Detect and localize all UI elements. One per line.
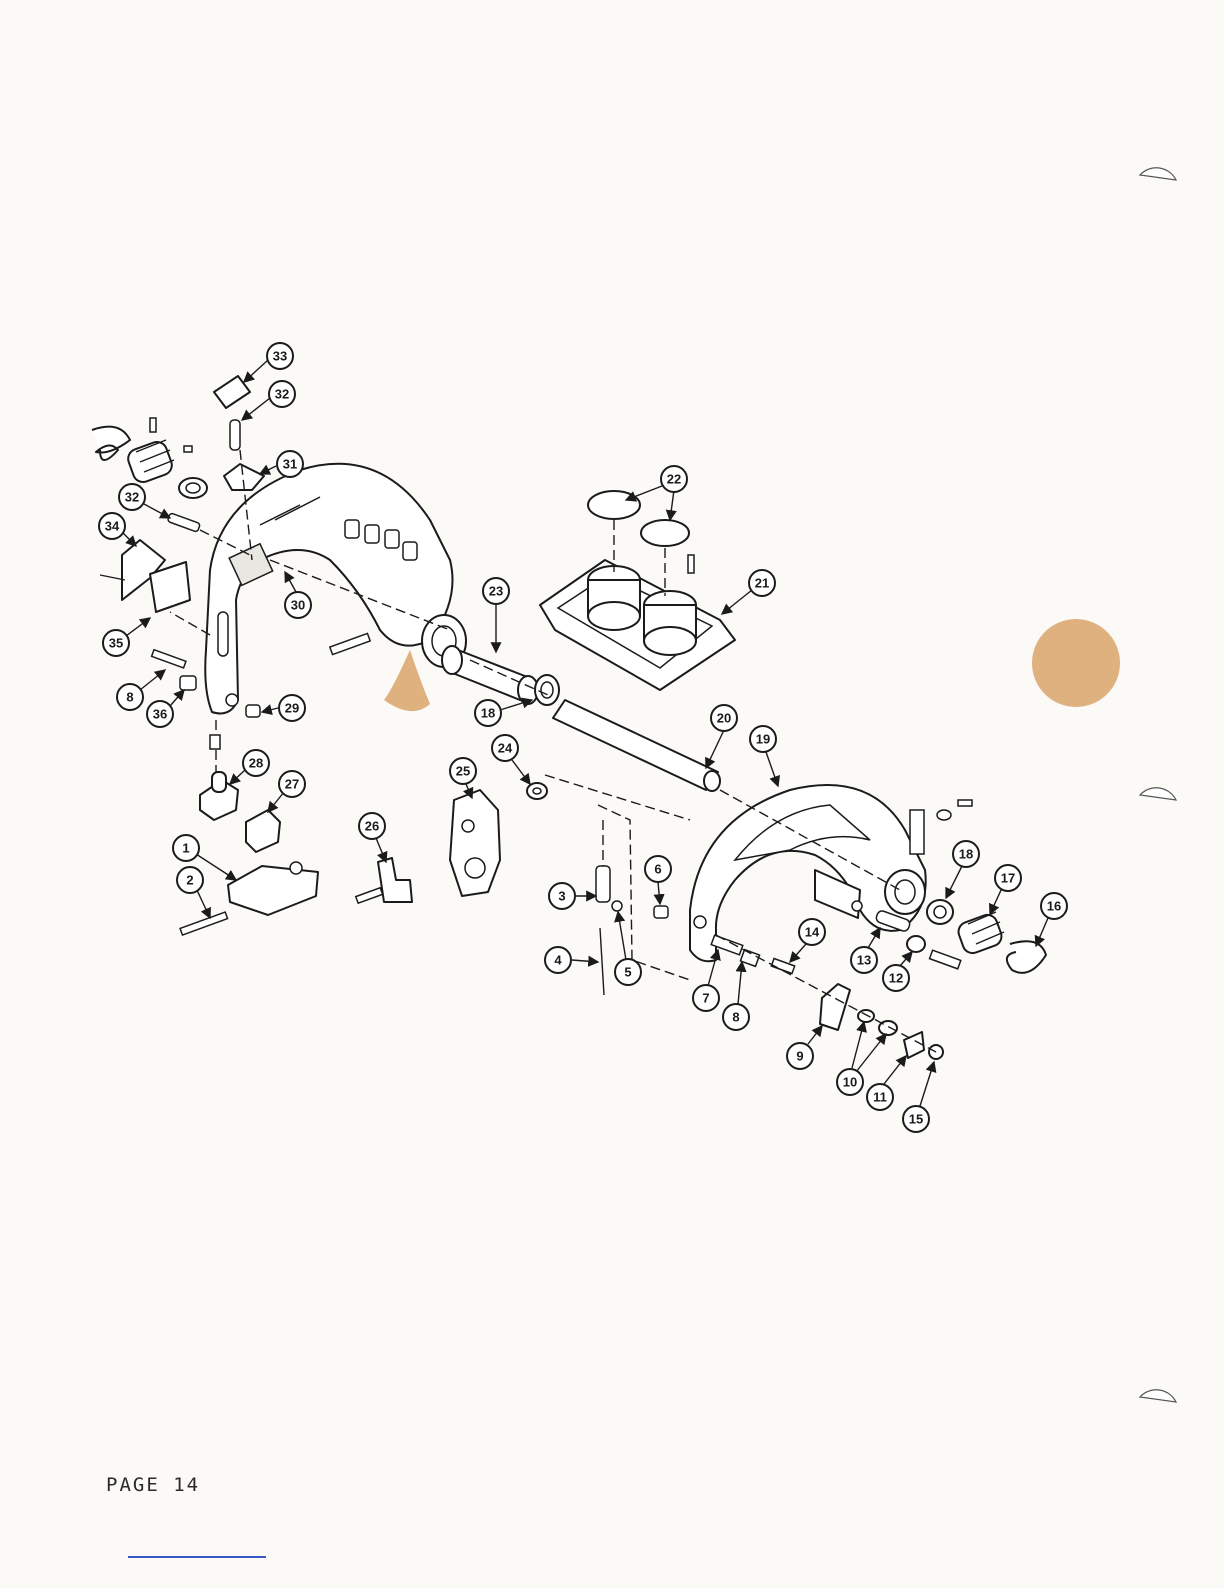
upper-bolts — [152, 633, 371, 717]
binder-hole-bottom — [1140, 1390, 1176, 1402]
callout-21: 21 — [722, 570, 775, 614]
svg-text:7: 7 — [702, 991, 709, 1006]
callout-11: 11 — [867, 1056, 906, 1110]
svg-text:32: 32 — [275, 387, 289, 402]
callout-5: 5 — [615, 912, 641, 985]
upper-spring-cap — [92, 418, 207, 498]
callout-3: 3 — [549, 883, 596, 909]
callout-23: 23 — [483, 578, 509, 652]
callout-20: 20 — [706, 705, 737, 768]
svg-text:2: 2 — [186, 873, 193, 888]
svg-text:4: 4 — [554, 953, 562, 968]
stain-right — [1032, 619, 1120, 707]
svg-text:13: 13 — [857, 953, 871, 968]
bottom-rule-line — [128, 1556, 266, 1558]
callout-6: 6 — [645, 856, 671, 904]
svg-text:29: 29 — [285, 701, 299, 716]
callout-18-right: 18 — [946, 841, 979, 898]
callout-31: 31 — [260, 451, 303, 477]
svg-text:6: 6 — [654, 862, 661, 877]
svg-text:17: 17 — [1001, 871, 1015, 886]
axis-line-left — [170, 612, 210, 635]
center-plate-assembly — [540, 491, 735, 690]
callout-28: 28 — [230, 750, 269, 784]
svg-text:1: 1 — [182, 841, 189, 856]
svg-text:10: 10 — [843, 1075, 857, 1090]
callout-32-top: 32 — [242, 381, 295, 420]
callout-24: 24 — [492, 735, 530, 784]
svg-text:11: 11 — [873, 1090, 887, 1105]
callout-16: 16 — [1036, 893, 1067, 946]
svg-text:18: 18 — [481, 706, 495, 721]
callout-27: 27 — [268, 771, 305, 812]
svg-text:32: 32 — [125, 490, 139, 505]
callout-4: 4 — [545, 947, 598, 973]
svg-text:8: 8 — [732, 1010, 739, 1025]
svg-text:14: 14 — [805, 925, 820, 940]
callout-35: 35 — [103, 618, 150, 656]
callout-17: 17 — [990, 865, 1021, 914]
brackets-34-35 — [100, 540, 190, 612]
binder-hole-top — [1140, 168, 1176, 180]
callout-34: 34 — [99, 513, 136, 546]
callout-2: 2 — [177, 867, 210, 918]
callout-18-center: 18 — [475, 700, 532, 726]
center-lower-hardware — [356, 775, 690, 995]
callout-32-left: 32 — [119, 484, 170, 518]
svg-text:8: 8 — [126, 690, 133, 705]
callout-19: 19 — [750, 726, 778, 786]
callout-13: 12 — [883, 952, 912, 991]
svg-text:5: 5 — [624, 965, 631, 980]
svg-text:19: 19 — [756, 732, 770, 747]
svg-text:35: 35 — [109, 636, 123, 651]
svg-text:20: 20 — [717, 711, 731, 726]
callout-15: 14 — [790, 919, 825, 962]
svg-text:23: 23 — [489, 584, 503, 599]
callout-30: 30 — [285, 572, 311, 618]
callout-14: 13 — [851, 928, 880, 973]
callout-36: 36 — [147, 690, 184, 727]
callout-29: 29 — [262, 695, 305, 721]
stain-center — [384, 650, 430, 711]
callout-26: 26 — [359, 813, 386, 862]
svg-text:16: 16 — [1047, 899, 1061, 914]
svg-text:27: 27 — [285, 777, 299, 792]
svg-text:15: 15 — [909, 1112, 923, 1127]
svg-text:3: 3 — [558, 889, 565, 904]
callout-33: 33 — [244, 343, 293, 382]
callout-12: 15 — [903, 1062, 934, 1132]
callout-9: 9 — [787, 1026, 822, 1069]
svg-text:30: 30 — [291, 598, 305, 613]
svg-text:25: 25 — [456, 764, 470, 779]
svg-text:9: 9 — [796, 1049, 803, 1064]
svg-text:33: 33 — [273, 349, 287, 364]
svg-text:34: 34 — [105, 519, 120, 534]
callout-8-right: 8 — [723, 962, 749, 1030]
svg-text:31: 31 — [283, 457, 297, 472]
svg-text:18: 18 — [959, 847, 973, 862]
svg-text:21: 21 — [755, 576, 769, 591]
svg-text:12: 12 — [889, 971, 903, 986]
svg-text:24: 24 — [498, 741, 513, 756]
svg-text:28: 28 — [249, 756, 263, 771]
svg-text:36: 36 — [153, 707, 167, 722]
svg-text:22: 22 — [667, 472, 681, 487]
binder-hole-middle — [1140, 788, 1176, 800]
page-number: PAGE 14 — [106, 1474, 200, 1496]
svg-text:26: 26 — [365, 819, 379, 834]
upper-arm-assembly — [205, 464, 466, 714]
